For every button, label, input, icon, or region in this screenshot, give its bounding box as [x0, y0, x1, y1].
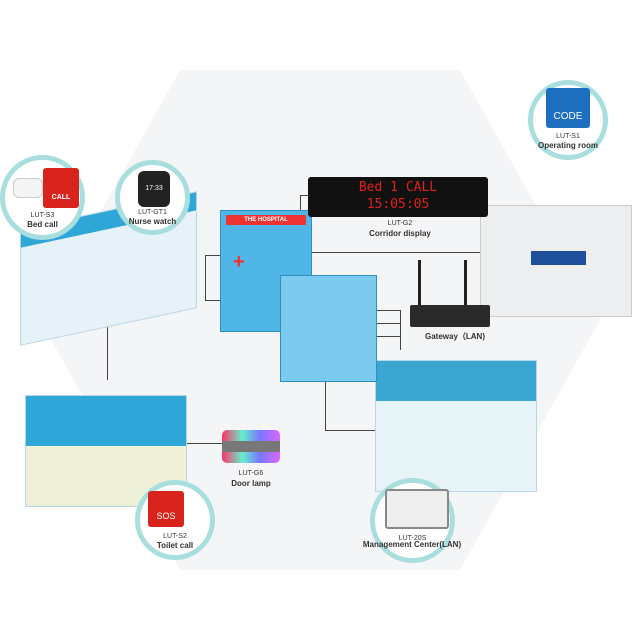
connector-line [325, 360, 326, 430]
connector-line [107, 300, 108, 380]
corridor-display: Bed 1 CALL 15:05:05 [308, 177, 488, 217]
management-center-model: LUT-20S [398, 535, 427, 542]
operating-room-model: LUT-S1 [556, 133, 580, 140]
connector-line [305, 252, 480, 253]
display-line-1: Bed 1 CALL [358, 180, 438, 195]
gateway-device [410, 260, 490, 327]
door-lamp-device [222, 430, 280, 463]
management-room [375, 360, 537, 492]
bed-call-model: LUT-S3 [30, 212, 55, 219]
operating-room-label: Operating room [537, 141, 598, 150]
bathroom-wall [26, 396, 186, 446]
bed-call-label: Bed call [27, 220, 58, 229]
operating-table [531, 251, 586, 265]
door-lamp-label: Door lamp [231, 479, 271, 488]
operating-room-scene [480, 205, 632, 317]
corridor-display-label: Corridor display [369, 229, 431, 238]
red-cross-icon: + [233, 251, 245, 273]
connector-line [205, 255, 206, 300]
toilet-call-label: Toilet call [156, 541, 194, 550]
connector-line [300, 195, 310, 196]
management-wall [376, 361, 536, 401]
building-sign: THE HOSPITAL [226, 215, 306, 225]
sos-button-device: SOS [148, 491, 184, 527]
bed-call-device: CALL [43, 168, 79, 208]
handset-icon [13, 178, 43, 198]
management-center-label: Management Center(LAN) [362, 540, 462, 549]
watch-icon: 17:33 [138, 171, 170, 207]
connector-line [325, 430, 385, 431]
operating-room-pin: CODE LUT-S1 Operating room [528, 80, 608, 160]
nurse-watch-pin: 17:33 LUT-GT1 Nurse watch [115, 160, 190, 235]
nurse-watch-label: Nurse watch [128, 217, 177, 226]
corridor-display-model: LUT-G2 [387, 220, 413, 227]
door-lamp-model: LUT-G6 [238, 470, 264, 477]
monitor-icon [385, 489, 449, 529]
bed-call-pin: CALL LUT-S3 Bed call [0, 155, 85, 240]
gateway-label: Gateway（LAN) [424, 332, 485, 341]
management-center-pin: LUT-20S [370, 478, 455, 563]
nurse-watch-model: LUT-GT1 [138, 209, 167, 216]
code-button-device: CODE [546, 88, 590, 128]
antenna-icon [418, 260, 421, 305]
lamp-band [222, 441, 280, 452]
toilet-call-model: LUT-S2 [163, 533, 187, 540]
bathroom [25, 395, 187, 507]
connector-line [185, 443, 225, 444]
display-line-2: 15:05:05 [366, 197, 430, 212]
toilet-call-pin: SOS LUT-S2 Toilet call [135, 480, 215, 560]
antenna-icon [464, 260, 467, 305]
hospital-wing [280, 275, 377, 382]
connector-line [400, 310, 401, 350]
